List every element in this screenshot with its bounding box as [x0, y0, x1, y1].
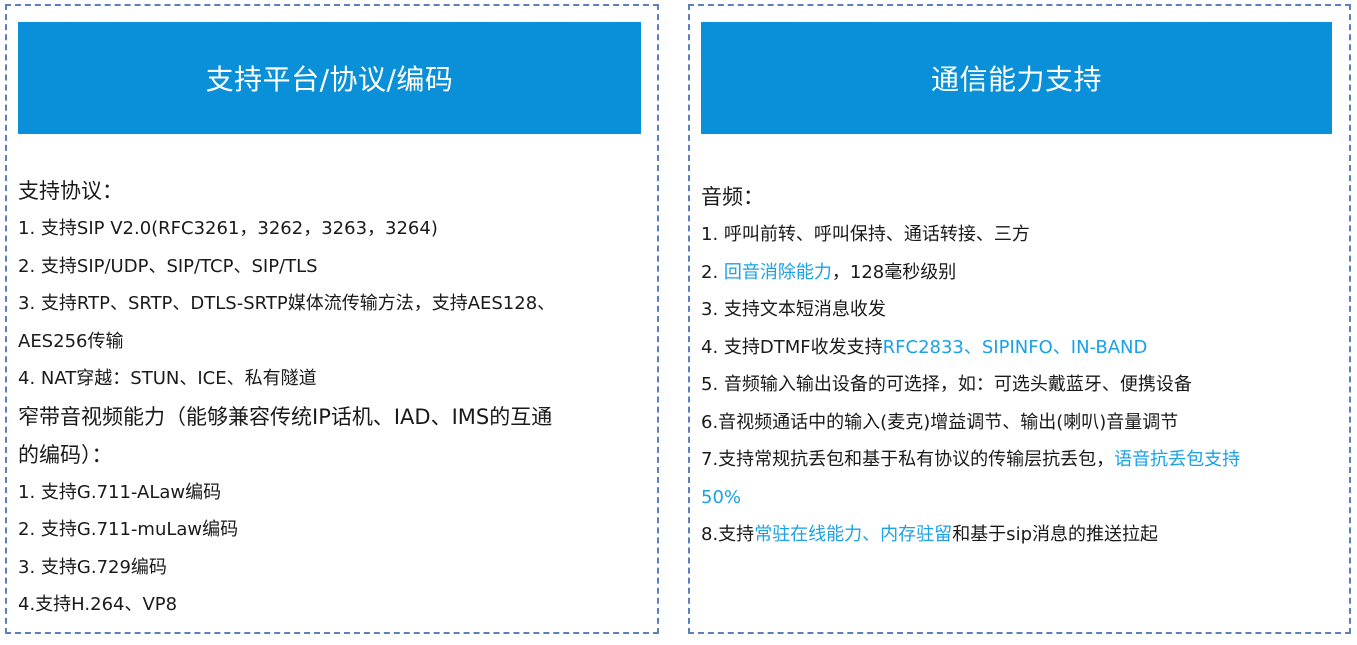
codec-item: 1. 支持G.711-ALaw编码 [18, 481, 222, 503]
highlight-text: 语音抗丢包支持 [1114, 449, 1241, 470]
protocol-item-continuation: AES256传输 [18, 330, 124, 352]
item-text: 和基于sip消息的推送拉起 [952, 524, 1158, 545]
highlight-text: 常驻在线能力、内存驻留 [754, 524, 953, 545]
codecs-heading-line2: 的编码）： [18, 442, 113, 467]
codecs-heading-line1: 窄带音视频能力（能够兼容传统IP话机、IAD、IMS的互通 [18, 404, 553, 429]
audio-heading: 音频： [701, 185, 764, 209]
codec-item: 2. 支持G.711-muLaw编码 [18, 519, 239, 540]
highlight-text: 回音消除能力 [723, 261, 832, 283]
item-text: 4. 支持DTMF收发支持 [701, 336, 883, 358]
panel-title: 通信能力支持 [701, 22, 1332, 134]
protocol-item: 2. 支持SIP/UDP、SIP/TCP、SIP/TLS [18, 255, 318, 277]
protocol-item: 3. 支持RTP、SRTP、DTLS-SRTP媒体流传输方法，支持AES128、 [18, 293, 556, 314]
audio-item: 2. 回音消除能力，128毫秒级别 [701, 254, 1349, 292]
highlight-continuation: 50% [701, 486, 742, 508]
item-text: 8.支持 [701, 524, 755, 545]
item-text: ，128毫秒级别 [831, 261, 957, 283]
platform-protocol-codec-panel: 支持平台/协议/编码 支持协议： 1. 支持SIP V2.0(RFC3261，3… [5, 4, 659, 634]
audio-item: 8.支持常驻在线能力、内存驻留和基于sip消息的推送拉起 [701, 516, 1349, 554]
protocols-heading: 支持协议： [18, 179, 123, 203]
audio-item: 7.支持常规抗丢包和基于私有协议的传输层抗丢包，语音抗丢包支持 [701, 441, 1349, 479]
audio-item: 5. 音频输入输出设备的可选择，如：可选头戴蓝牙、便携设备 [701, 374, 1192, 395]
panel-title: 支持平台/协议/编码 [18, 22, 641, 134]
protocol-item: 4. NAT穿越：STUN、ICE、私有隧道 [18, 368, 317, 389]
communication-capability-panel: 通信能力支持 音频： 1. 呼叫前转、呼叫保持、通话转接、三方 2. 回音消除能… [688, 4, 1351, 634]
audio-item: 4. 支持DTMF收发支持RFC2833、SIPINFO、IN-BAND [701, 329, 1349, 367]
audio-item: 3. 支持文本短消息收发 [701, 299, 886, 320]
panel-content: 音频： 1. 呼叫前转、呼叫保持、通话转接、三方 2. 回音消除能力，128毫秒… [701, 178, 1349, 554]
audio-item: 6.音视频通话中的输入(麦克)增益调节、输出(喇叭)音量调节 [701, 411, 1179, 433]
panel-content: 支持协议： 1. 支持SIP V2.0(RFC3261，3262，3263，32… [18, 172, 657, 624]
item-text: 2. [701, 261, 724, 283]
codec-item: 4.支持H.264、VP8 [18, 594, 178, 615]
audio-item: 1. 呼叫前转、呼叫保持、通话转接、三方 [701, 224, 1030, 245]
codec-item: 3. 支持G.729编码 [18, 556, 167, 578]
item-text: 7.支持常规抗丢包和基于私有协议的传输层抗丢包， [701, 449, 1115, 470]
highlight-text: RFC2833、SIPINFO、IN-BAND [882, 336, 1148, 358]
protocol-item: 1. 支持SIP V2.0(RFC3261，3262，3263，3264) [18, 218, 438, 239]
